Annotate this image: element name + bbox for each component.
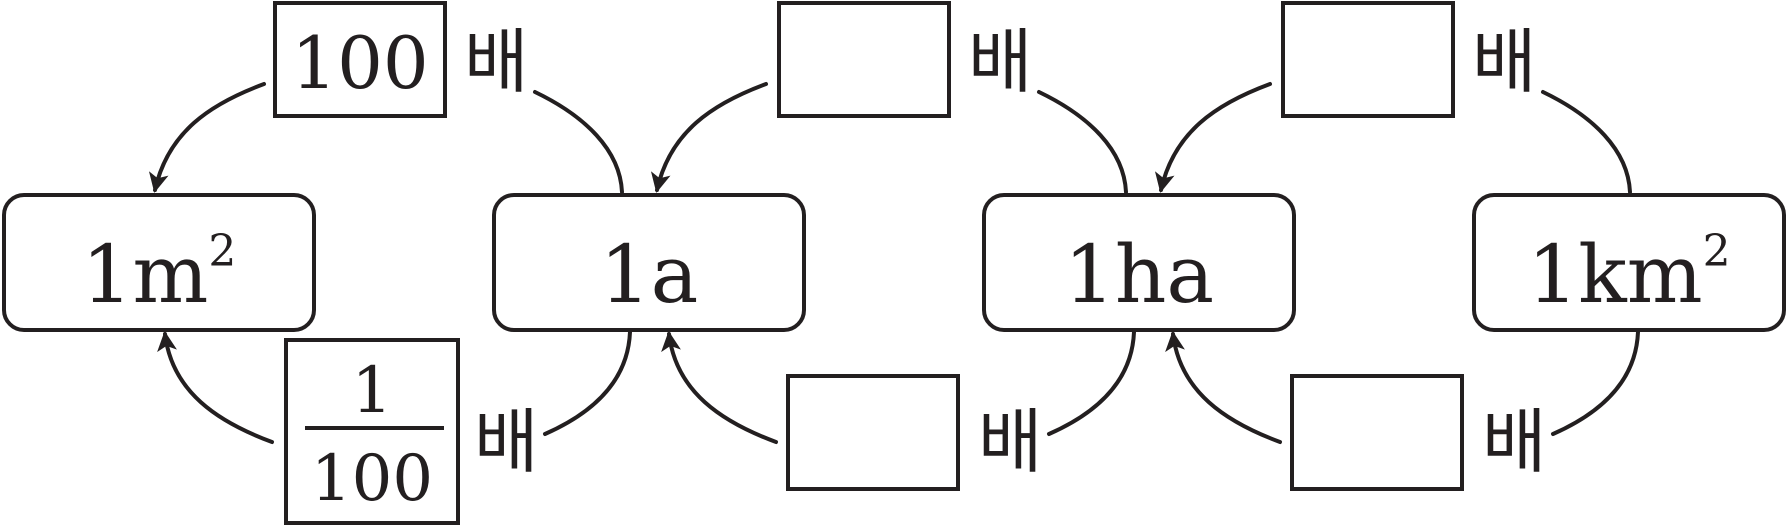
top-answer-box-2[interactable] [777,1,951,118]
svg-text:1m2: 1m2 [82,226,237,321]
unit-box-ha: 1ha [982,193,1296,332]
unit-label: 1km [1527,228,1702,321]
arrow-bottom-2 [661,331,778,444]
arrow-bottom-3 [1165,331,1282,444]
arrow-top-2 [650,82,768,193]
fraction-denominator: 100 [311,442,433,516]
arrow-top-tail-2 [1037,90,1128,194]
unit-label: 1m [82,228,209,321]
fraction-numerator: 1 [352,354,393,428]
bottom-suffix-2: 배 [978,401,1042,483]
bottom-answer-box-2[interactable] [786,374,960,491]
top-suffix-1: 배 [464,21,528,103]
bottom-answer-box-1[interactable]: 1 100 [284,338,460,525]
arrow-top-1 [148,82,266,193]
arrow-top-tail-3 [1541,90,1632,194]
arrow-bottom-tail-2 [1047,330,1136,436]
unit-box-a: 1a [492,193,806,332]
top-answer-value: 100 [291,21,428,105]
unit-superscript: 2 [1703,226,1731,277]
unit-label: 1ha [1064,228,1214,321]
bottom-suffix-3: 배 [1482,401,1546,483]
top-suffix-2: 배 [968,21,1032,103]
arrow-top-tail-1 [533,90,624,194]
unit-box-m2: 1m2 [2,193,316,332]
svg-text:1a: 1a [600,228,699,321]
arrow-bottom-tail-3 [1551,330,1640,436]
svg-text:1km2: 1km2 [1527,226,1730,321]
unit-superscript: 2 [208,226,236,277]
arrow-bottom-tail-1 [543,330,632,436]
top-suffix-3: 배 [1472,21,1536,103]
svg-text:1ha: 1ha [1064,228,1214,321]
bottom-suffix-1: 배 [474,401,538,483]
top-answer-box-3[interactable] [1281,1,1455,118]
arrow-bottom-1 [157,331,274,444]
bottom-answer-box-3[interactable] [1290,374,1464,491]
top-answer-box-1[interactable]: 100 [273,1,447,118]
unit-label: 1a [600,228,699,321]
unit-box-km2: 1km2 [1472,193,1786,332]
arrow-top-3 [1154,82,1272,193]
